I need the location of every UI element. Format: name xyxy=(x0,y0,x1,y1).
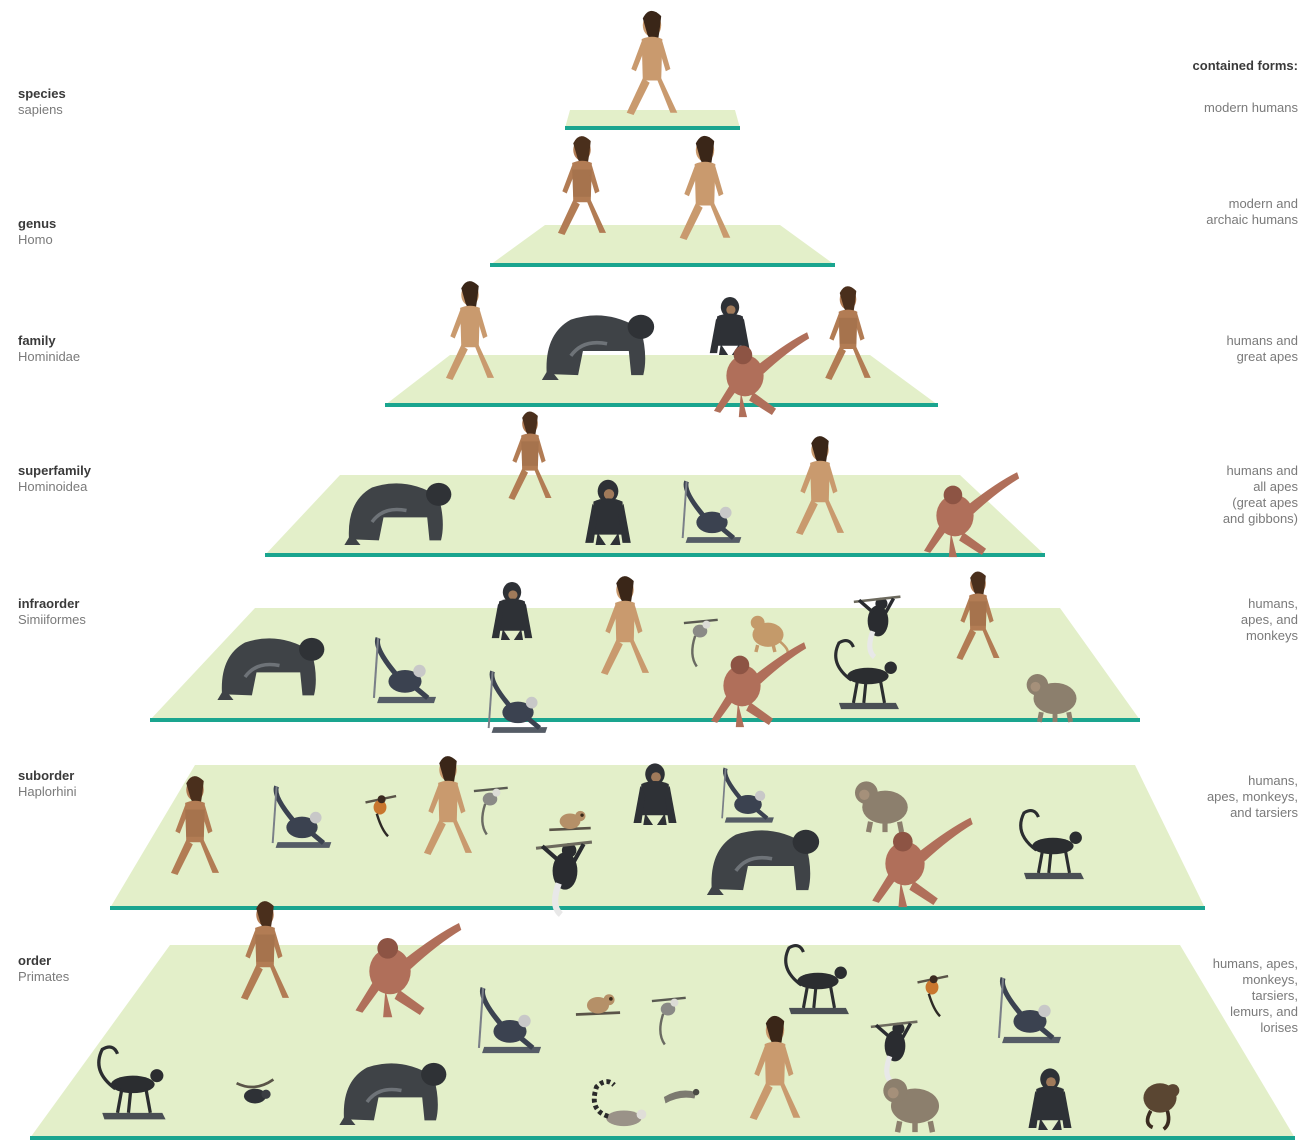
archaic-human-figure xyxy=(558,136,606,235)
contained-forms-genus: modern and xyxy=(1229,196,1298,211)
contained-forms-superfamily: (great apes xyxy=(1232,495,1298,510)
contained-forms-order: tarsiers, xyxy=(1252,988,1298,1003)
rank-label-family: family xyxy=(18,333,56,348)
rank-label-infraorder: infraorder xyxy=(18,596,79,611)
rank-label-species: species xyxy=(18,86,66,101)
contained-forms-order: lemurs, and xyxy=(1230,1004,1298,1019)
contained-forms-infraorder: monkeys xyxy=(1246,628,1299,643)
taxon-label-superfamily: Hominoidea xyxy=(18,479,88,494)
contained-forms-suborder: apes, monkeys, xyxy=(1207,789,1298,804)
tier-platform xyxy=(490,225,835,265)
taxon-label-suborder: Haplorhini xyxy=(18,784,77,799)
tier-platform xyxy=(565,110,740,128)
contained-forms-order: humans, apes, xyxy=(1213,956,1298,971)
rank-labels: speciessapiens genusHomo familyHominidae su… xyxy=(18,86,92,984)
taxon-label-species: sapiens xyxy=(18,102,63,117)
contained-forms-labels: contained forms: modern humans modern and… xyxy=(1193,58,1299,1035)
tier-family xyxy=(385,355,938,405)
contained-forms-infraorder: apes, and xyxy=(1241,612,1298,627)
taxon-label-genus: Homo xyxy=(18,232,53,247)
rank-label-order: order xyxy=(18,953,51,968)
contained-forms-species: modern humans xyxy=(1204,100,1298,115)
contained-forms-suborder: and tarsiers xyxy=(1230,805,1298,820)
taxon-label-infraorder: Simiiformes xyxy=(18,612,86,627)
contained-forms-order: monkeys, xyxy=(1242,972,1298,987)
pyramid-tiers xyxy=(30,110,1295,1138)
rank-label-suborder: suborder xyxy=(18,768,74,783)
tier-species xyxy=(565,110,740,128)
contained-forms-heading: contained forms: xyxy=(1193,58,1298,73)
contained-forms-family: humans and xyxy=(1226,333,1298,348)
tier-genus xyxy=(490,225,835,265)
contained-forms-family: great apes xyxy=(1237,349,1299,364)
contained-forms-suborder: humans, xyxy=(1248,773,1298,788)
contained-forms-genus: archaic humans xyxy=(1206,212,1298,227)
contained-forms-infraorder: humans, xyxy=(1248,596,1298,611)
contained-forms-superfamily: humans and xyxy=(1226,463,1298,478)
contained-forms-superfamily: all apes xyxy=(1253,479,1298,494)
rank-label-genus: genus xyxy=(18,216,56,231)
rank-label-superfamily: superfamily xyxy=(18,463,92,478)
human-figure xyxy=(680,136,731,240)
taxon-label-order: Primates xyxy=(18,969,70,984)
contained-forms-order: lorises xyxy=(1260,1020,1298,1035)
human-figure xyxy=(627,11,678,115)
tier-platform xyxy=(385,355,938,405)
taxon-label-family: Hominidae xyxy=(18,349,80,364)
contained-forms-superfamily: and gibbons) xyxy=(1223,511,1298,526)
